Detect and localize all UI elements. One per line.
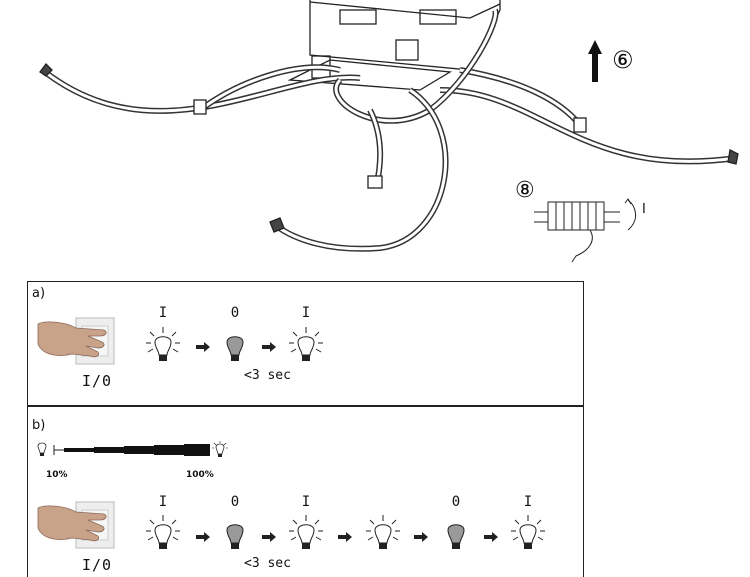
arrow-right-icon [484, 532, 498, 542]
timing-label: <3 sec [244, 556, 291, 571]
bulb-off-icon [447, 524, 465, 549]
panel-b-dimming: b) 10% 100% I/0 I [27, 405, 584, 577]
terminal-block-illustration [534, 198, 636, 263]
panel-a-label: a) [32, 286, 46, 301]
wire-mark: I [642, 202, 646, 217]
arrow-right-icon [262, 342, 276, 352]
arrow-right-icon [196, 342, 210, 352]
panel-b-label: b) [32, 418, 46, 433]
state-1: I [158, 305, 168, 321]
bulb-on-icon [289, 515, 323, 549]
hand-on-switch-icon [37, 501, 115, 549]
state-3: I [301, 305, 311, 321]
state-2: 0 [230, 305, 240, 321]
arrow-right-icon [196, 532, 210, 542]
ceiling-lamp-illustration [39, 0, 739, 263]
bulb-on-icon [146, 327, 180, 361]
state-3: I [301, 494, 311, 510]
arrow-right-icon [414, 532, 428, 542]
arrow-right-icon [262, 532, 276, 542]
state-1: I [158, 494, 168, 510]
bulb-off-icon [226, 336, 244, 361]
arrow-right-icon [338, 532, 352, 542]
dim-scale [37, 441, 228, 457]
switch-label: I/0 [82, 372, 113, 390]
state-6: I [523, 494, 533, 510]
bulb-on-icon [146, 515, 180, 549]
switch-label: I/0 [82, 556, 113, 574]
bulb-on-icon [511, 515, 545, 549]
state-5: 0 [451, 494, 461, 510]
step-8-marker: ⑧ [515, 178, 535, 203]
state-2: 0 [230, 494, 240, 510]
hand-on-switch-icon [37, 317, 115, 365]
bulb-off-icon [226, 524, 244, 549]
dim-max-label: 100% [186, 470, 214, 480]
bulb-on-icon [366, 515, 400, 549]
timing-label: <3 sec [244, 368, 291, 383]
up-arrow-icon [588, 40, 602, 82]
bulb-on-icon [289, 327, 323, 361]
panel-a-switching: a) I/0 I 0 I <3 sec [27, 281, 584, 407]
dim-min-label: 10% [46, 470, 68, 480]
step-6-marker: ⑥ [612, 46, 634, 74]
